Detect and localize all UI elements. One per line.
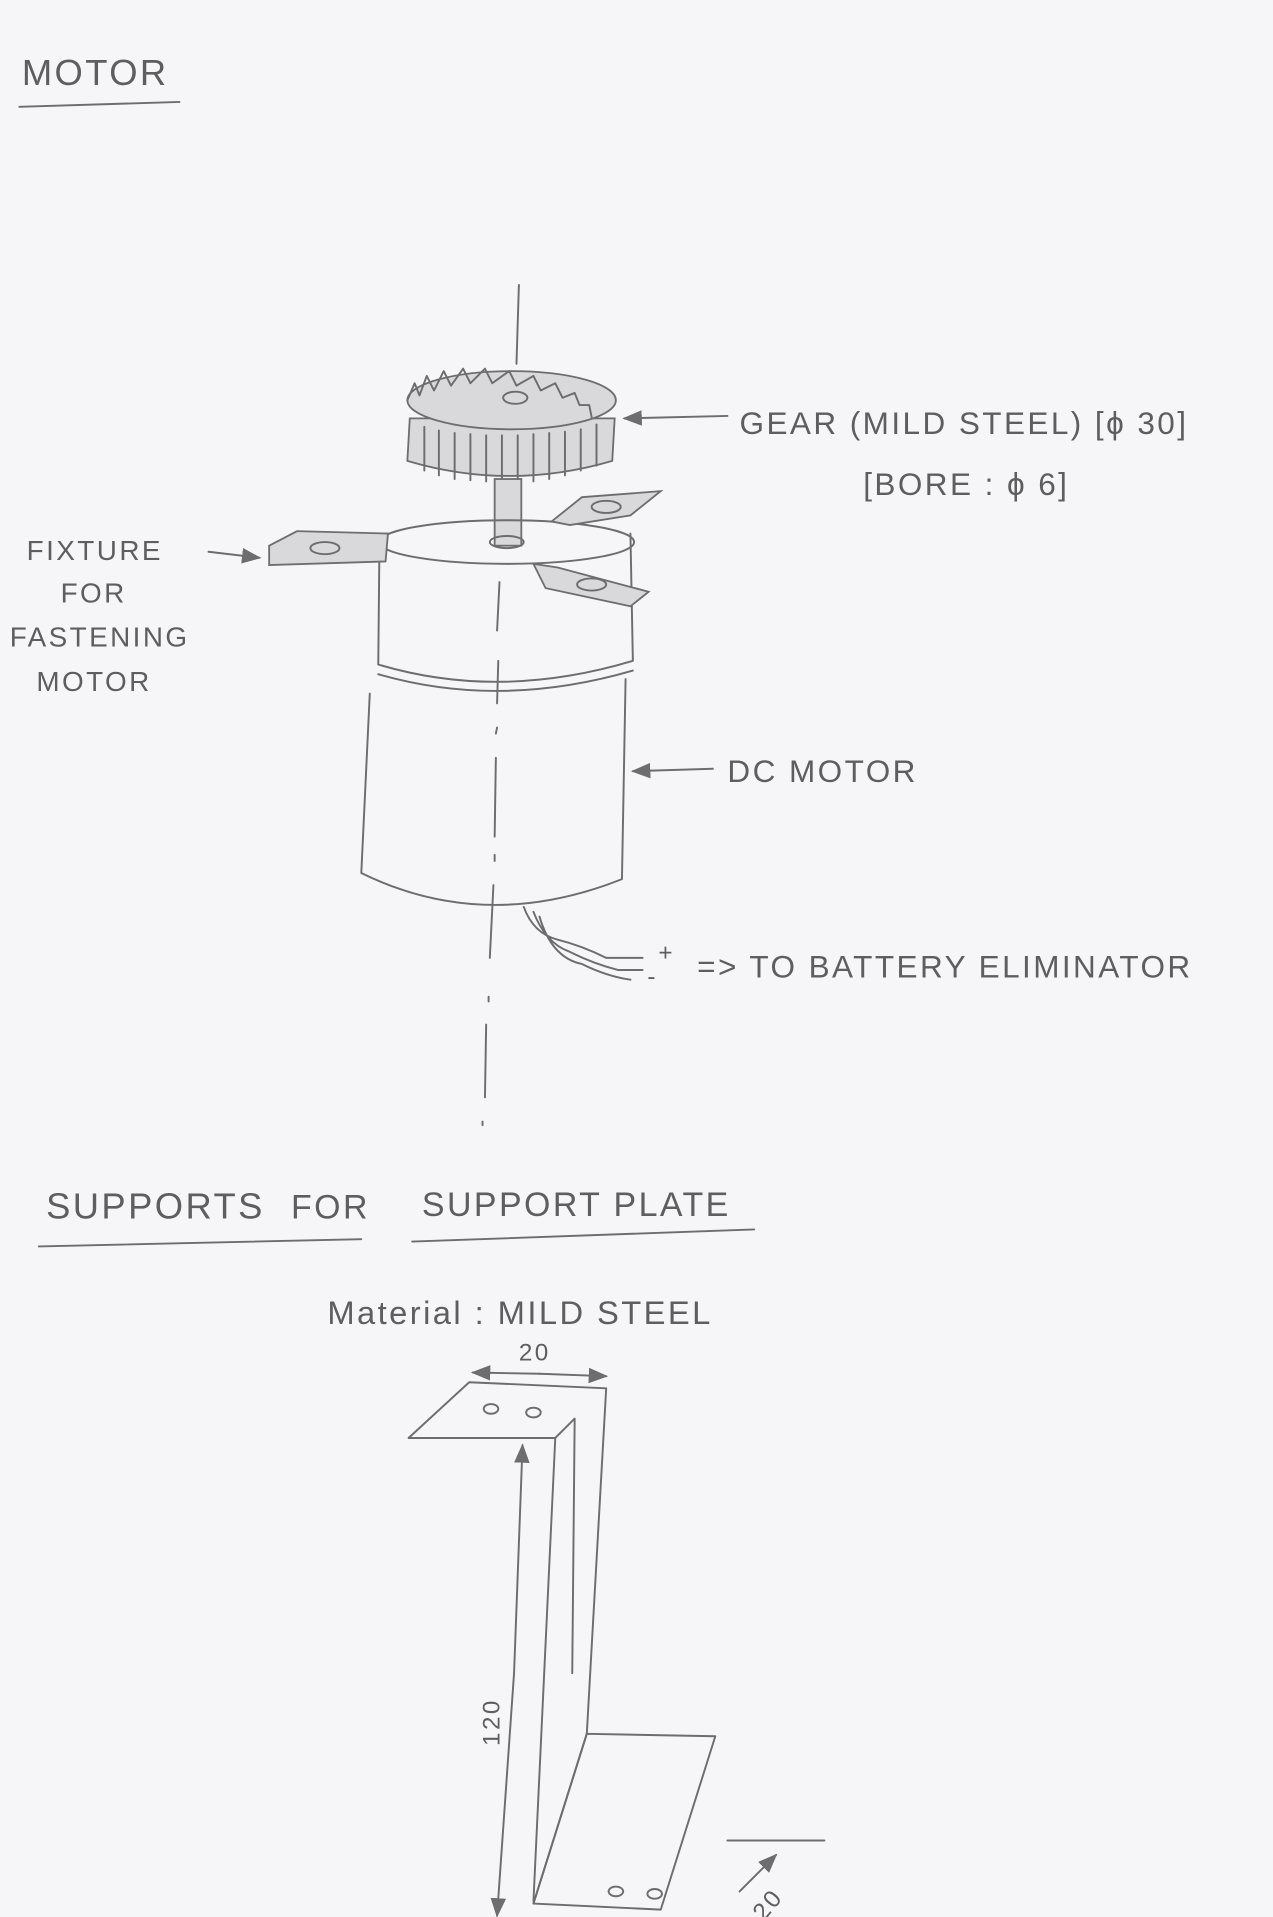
gear-label: GEAR (MILD STEEL) [ϕ 30] bbox=[740, 405, 1189, 441]
motor-fixture-brackets bbox=[268, 489, 664, 608]
motor-leader-arrow bbox=[630, 762, 714, 779]
supports-title-part2: FOR bbox=[291, 1189, 370, 1227]
dim-bottom-depth: 20 bbox=[748, 1884, 789, 1917]
supports-title-underline bbox=[37, 1228, 756, 1248]
supports-title-part3: SUPPORT PLATE bbox=[422, 1186, 731, 1224]
supports-title-part1: SUPPORTS bbox=[46, 1186, 265, 1227]
motor-wires bbox=[522, 906, 644, 981]
fixture-leader-arrow bbox=[207, 548, 262, 564]
gear-bore bbox=[502, 390, 529, 405]
dc-motor-label: DC MOTOR bbox=[727, 753, 917, 789]
dim-top-width: 20 bbox=[519, 1339, 551, 1366]
center-axis bbox=[481, 284, 520, 1127]
dim-height-arrow-down bbox=[490, 1672, 516, 1917]
fixture-label-line1: FIXTURE bbox=[27, 535, 163, 566]
dim-top-arrow-left bbox=[470, 1365, 541, 1381]
dim-depth-arrow bbox=[738, 1853, 778, 1893]
gear-drawing bbox=[406, 367, 617, 484]
motor-title: MOTOR bbox=[22, 52, 169, 93]
dim-top-arrow-right bbox=[538, 1367, 609, 1384]
fixture-label-line4: MOTOR bbox=[36, 666, 151, 697]
gear-leader-arrow bbox=[622, 410, 729, 426]
dc-motor-body bbox=[360, 519, 636, 906]
terminal-minus: - bbox=[647, 964, 658, 991]
support-bracket-drawing bbox=[407, 1381, 717, 1911]
motor-title-underline bbox=[18, 100, 181, 108]
bore-label: [BORE : ϕ 6] bbox=[863, 466, 1069, 502]
terminal-plus: + bbox=[658, 939, 675, 966]
battery-label: => TO BATTERY ELIMINATOR bbox=[697, 948, 1192, 984]
fixture-label-line3: FASTENING bbox=[10, 621, 190, 652]
material-label: Material : MILD STEEL bbox=[327, 1294, 712, 1331]
dim-height: 120 bbox=[479, 1698, 506, 1746]
dim-height-arrow-up bbox=[513, 1443, 530, 1675]
fixture-label-line2: FOR bbox=[61, 578, 127, 609]
motor-shaft bbox=[493, 478, 523, 547]
